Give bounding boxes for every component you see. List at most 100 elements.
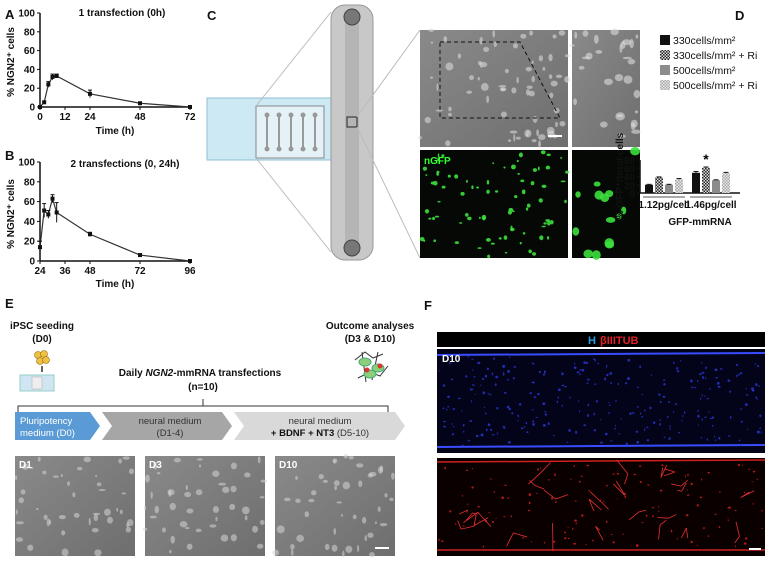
- cell: [475, 434, 479, 438]
- cell: [683, 411, 686, 414]
- cell: [639, 365, 642, 369]
- x-tick-label: 48: [134, 112, 146, 123]
- cell: [260, 479, 268, 483]
- cell: [443, 36, 448, 43]
- category-label: 1.46pg/cell: [685, 200, 736, 211]
- x-tick-label: 0: [37, 112, 43, 123]
- cell: [352, 514, 357, 520]
- cell: [636, 386, 640, 389]
- channel-port: [276, 112, 282, 118]
- cell: [699, 496, 703, 499]
- cell: [547, 220, 551, 226]
- cell: [368, 471, 377, 477]
- cell: [531, 60, 534, 64]
- cell: [488, 424, 491, 426]
- y-tick-label: 100: [18, 158, 35, 169]
- cell: [578, 400, 580, 403]
- cell: [579, 480, 581, 483]
- cell: [496, 407, 499, 410]
- cell: [481, 377, 485, 380]
- cell: [539, 235, 544, 241]
- zoom-region-outline: [439, 41, 561, 119]
- cell: [678, 431, 680, 434]
- cell: [511, 87, 517, 94]
- cell: [644, 409, 646, 412]
- channel-inlet: [343, 8, 361, 26]
- cell: [645, 514, 648, 517]
- cell: [525, 421, 528, 425]
- cell: [574, 519, 577, 522]
- cell: [91, 528, 99, 533]
- y-tick-label: 20: [624, 181, 636, 192]
- cell: [510, 515, 512, 518]
- cell: [466, 179, 468, 183]
- cell: [518, 152, 523, 158]
- cell: [419, 237, 425, 242]
- cell: [614, 424, 617, 427]
- cell: [741, 464, 743, 467]
- cell: [593, 181, 601, 187]
- cell: [641, 393, 644, 396]
- cell: [574, 362, 576, 365]
- cell: [528, 501, 531, 505]
- cell: [575, 191, 581, 198]
- cell: [691, 386, 694, 389]
- neurite: [664, 468, 675, 477]
- cell: [578, 373, 582, 375]
- stage-label: (D1-4): [157, 428, 184, 439]
- cell: [377, 466, 383, 474]
- zoom-line: [255, 11, 332, 107]
- cell: [649, 406, 652, 410]
- cell: [434, 215, 440, 218]
- cell: [259, 496, 265, 499]
- cell: [482, 545, 485, 548]
- cell: [454, 241, 460, 244]
- cell: [706, 398, 710, 400]
- cell: [170, 535, 175, 544]
- cell: [310, 490, 317, 496]
- panel-label-e: E: [5, 296, 14, 311]
- cell: [229, 503, 236, 511]
- neurite: [628, 509, 647, 521]
- cell: [625, 381, 628, 385]
- cell: [624, 495, 626, 499]
- legend-swatch: [660, 80, 670, 90]
- cell: [511, 210, 515, 213]
- chip-channels: [264, 112, 318, 152]
- cell: [342, 550, 345, 558]
- fluorescence-texture: [436, 352, 766, 551]
- stage-label: medium (D0): [20, 428, 75, 439]
- x-tick-label: 24: [34, 266, 46, 277]
- cell: [727, 519, 729, 522]
- cell: [516, 159, 519, 163]
- neurite: [734, 521, 740, 544]
- cell: [676, 370, 680, 373]
- cell: [625, 442, 628, 446]
- cell: [218, 482, 226, 486]
- cell: [357, 544, 360, 552]
- cell: [492, 162, 495, 165]
- cell: [592, 539, 594, 542]
- cell: [35, 507, 39, 511]
- cell: [600, 441, 603, 444]
- cell: [542, 373, 546, 376]
- neurite: [658, 520, 667, 540]
- cell: [418, 136, 422, 140]
- cell: [454, 523, 457, 525]
- cell: [459, 222, 463, 224]
- y-tick-label: 100: [18, 9, 35, 20]
- micrograph-d1: [15, 456, 135, 556]
- cell: [508, 407, 511, 411]
- cell: [600, 418, 602, 421]
- cell: [647, 484, 650, 486]
- cell: [503, 427, 506, 429]
- cell: [706, 438, 709, 441]
- cell: [186, 543, 193, 550]
- cell: [430, 181, 435, 185]
- cell: [424, 209, 430, 214]
- data-point: [138, 253, 142, 258]
- cell: [565, 170, 569, 174]
- cell: [555, 74, 563, 79]
- hoechst-image: [437, 349, 765, 453]
- cell: [95, 474, 98, 478]
